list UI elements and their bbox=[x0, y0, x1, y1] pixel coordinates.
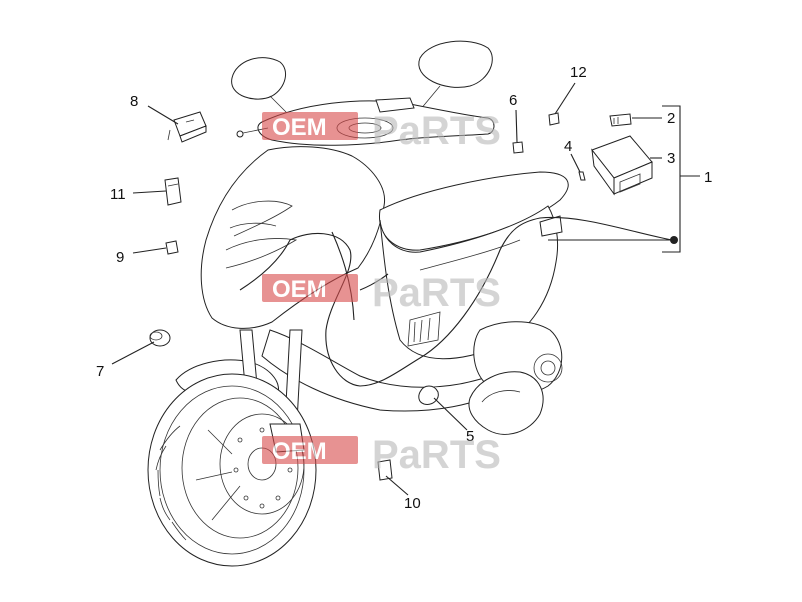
rear-wheel bbox=[468, 371, 544, 435]
watermark-middle-left-text: OEM bbox=[272, 276, 327, 303]
scooter-illustration bbox=[147, 40, 673, 567]
part-12-fuse bbox=[548, 112, 560, 126]
callout-5: 5 bbox=[466, 428, 474, 445]
rear-body bbox=[379, 205, 559, 360]
watermark-group: OEM PaRTS OEM PaRTS OEM PaRTS bbox=[262, 109, 501, 477]
callout-12: 12 bbox=[570, 64, 587, 81]
callout-10: 10 bbox=[404, 495, 421, 512]
left-mirror bbox=[231, 57, 287, 100]
part-11-connector bbox=[164, 177, 182, 206]
part-9-clip bbox=[165, 240, 179, 255]
callout-11: 11 bbox=[110, 186, 126, 203]
callout-4: 4 bbox=[564, 138, 572, 155]
watermark-bottom-right-text: PaRTS bbox=[372, 433, 501, 477]
part-4-screw bbox=[578, 171, 586, 181]
right-mirror bbox=[418, 40, 493, 88]
watermark-top: OEM PaRTS bbox=[262, 109, 501, 153]
part-2-fuse-holder bbox=[609, 113, 632, 127]
callout-3: 3 bbox=[667, 150, 675, 167]
part-7-grommet bbox=[149, 329, 171, 347]
part-6-connector bbox=[512, 141, 524, 154]
callout-7: 7 bbox=[96, 363, 104, 380]
watermark-middle-right-text: PaRTS bbox=[372, 271, 501, 315]
part-8-relay-bracket bbox=[167, 111, 207, 143]
leader-lines bbox=[111, 82, 700, 496]
callout-2: 2 bbox=[667, 110, 675, 127]
part-10-connector bbox=[377, 459, 393, 481]
callout-8: 8 bbox=[130, 93, 138, 110]
seat bbox=[379, 171, 569, 251]
watermark-top-left-text: OEM bbox=[272, 114, 327, 141]
watermark-top-right-text: PaRTS bbox=[372, 109, 501, 153]
bullet-point bbox=[670, 236, 678, 244]
watermark-middle: OEM PaRTS bbox=[262, 271, 501, 315]
watermark-bottom: OEM PaRTS bbox=[262, 433, 501, 477]
front-wheel bbox=[147, 373, 317, 567]
callout-labels: 1 2 3 4 5 6 7 8 9 10 11 12 bbox=[96, 64, 712, 512]
parts bbox=[149, 111, 653, 481]
watermark-bottom-left-text: OEM bbox=[272, 438, 327, 465]
part-3-control-unit bbox=[591, 135, 653, 196]
callout-1: 1 bbox=[704, 169, 712, 186]
callout-9: 9 bbox=[116, 249, 124, 266]
part-5-clamp bbox=[418, 385, 439, 405]
wiring-harness bbox=[289, 216, 673, 387]
callout-6: 6 bbox=[509, 92, 517, 109]
